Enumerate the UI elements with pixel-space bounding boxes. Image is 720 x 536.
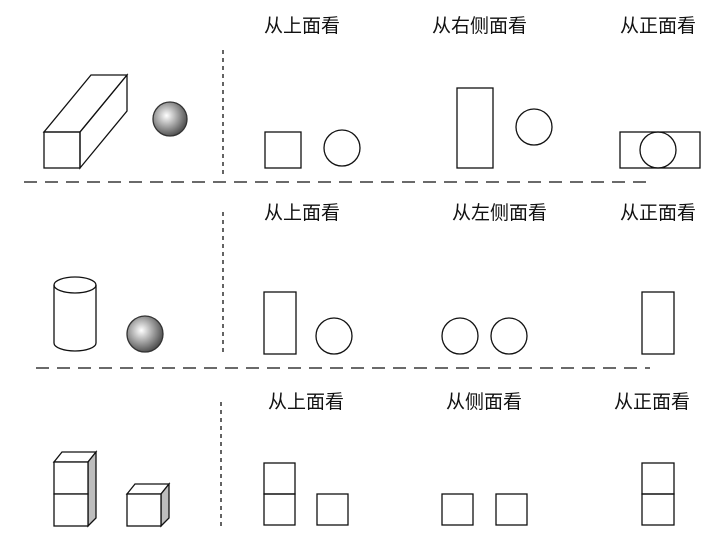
row2-top-view-sphere-circle (315, 317, 353, 355)
row3-front-view-label: 从正面看 (614, 391, 691, 413)
row1-top-view-sphere-circle (323, 129, 361, 167)
row3-top-view-stacked-upper-square (263, 462, 296, 495)
row3-top-view-stacked-lower-square (263, 493, 296, 526)
row2-front-view-rectangle (641, 291, 675, 355)
row1-side-view-label: 从右侧面看 (432, 15, 528, 37)
row1-front-view-cuboid-rectangle (619, 131, 701, 169)
row2-top-view-cylinder-rectangle (263, 291, 297, 355)
row1-top-view-label: 从上面看 (264, 15, 341, 37)
cylinder-object (53, 276, 97, 352)
row1-front-view-sphere-circle (639, 131, 677, 169)
sphere-object-row2 (126, 315, 164, 353)
row1-front-view-label: 从正面看 (620, 15, 697, 37)
row2-top-view-label: 从上面看 (264, 202, 341, 224)
row3-side-view-second-square (495, 493, 528, 526)
cuboid-object (42, 73, 129, 170)
row3-side-view-label: 从侧面看 (446, 391, 523, 413)
row1-top-view-cuboid-square (264, 131, 302, 169)
row2-side-view-label: 从左侧面看 (452, 202, 548, 224)
stacked-cubes-object (52, 450, 98, 528)
sphere-object-row1 (152, 101, 188, 137)
row3-top-view-label: 从上面看 (268, 391, 345, 413)
row3-front-view-upper-square (641, 462, 675, 495)
row1-side-view-sphere-circle (515, 108, 553, 146)
row2-side-view-sphere-circle (441, 317, 479, 355)
row2-front-view-label: 从正面看 (620, 202, 697, 224)
row3-front-view-lower-square (641, 493, 675, 526)
row2-side-view-cylinder-circle (490, 317, 528, 355)
single-cube-object (125, 482, 171, 528)
row1-side-view-cuboid-rectangle (456, 87, 494, 169)
row3-top-view-single-square (316, 493, 349, 526)
row3-side-view-first-square (441, 493, 474, 526)
diagram-lines (24, 50, 701, 528)
